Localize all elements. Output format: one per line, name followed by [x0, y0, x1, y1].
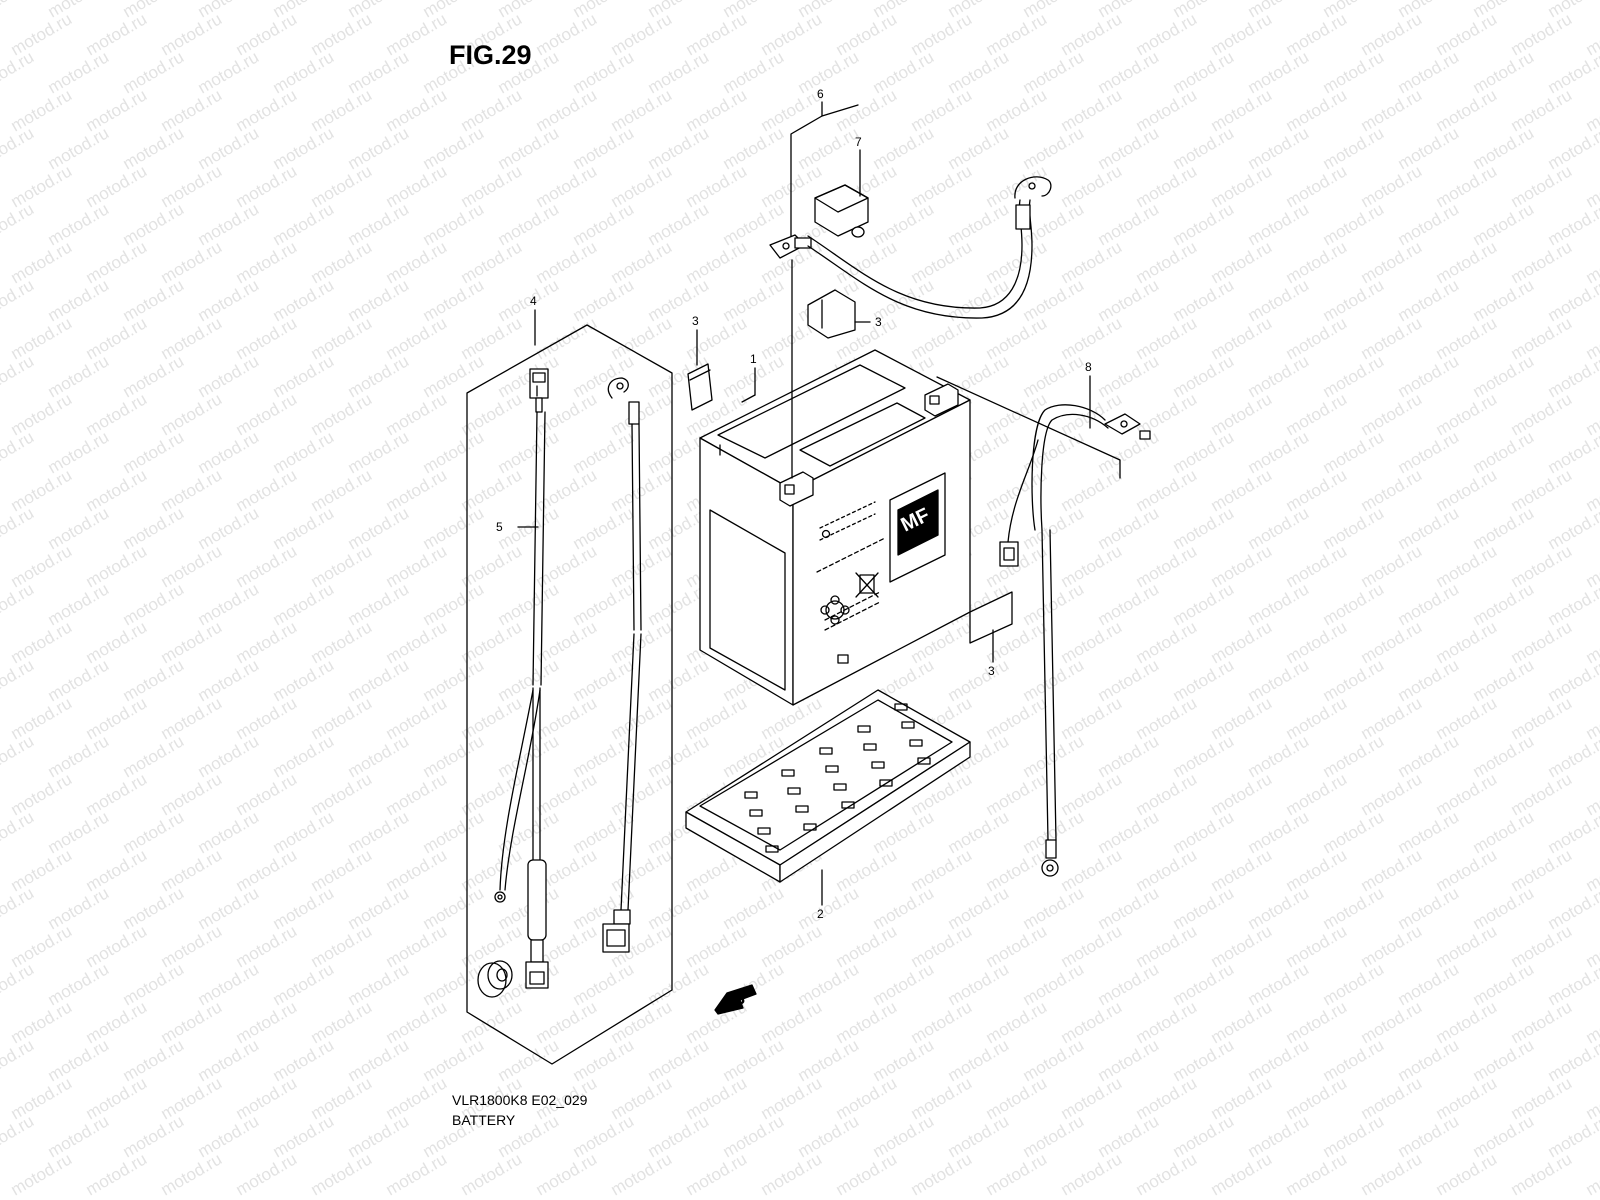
battery: MF: [699, 349, 971, 706]
callout-5: 5: [496, 520, 503, 534]
pad-left: [687, 363, 713, 411]
callout-4: 4: [530, 294, 537, 308]
callout-6: 6: [817, 87, 824, 101]
callout-7: 7: [855, 135, 862, 149]
battery-tray: [685, 689, 971, 883]
terminal-cap: [814, 184, 869, 238]
callout-2: 2: [817, 907, 824, 921]
positive-battery-cable: [769, 176, 1052, 319]
cable-kit-outline: [466, 324, 673, 1065]
battery-positive-terminal: [924, 383, 959, 417]
pad-top: [807, 289, 856, 339]
figure-code: VLR1800K8 E02_029: [452, 1092, 588, 1108]
positive-kit-cable: [602, 377, 642, 953]
callout-3-left: 3: [692, 314, 699, 328]
figure-caption: BATTERY: [452, 1112, 516, 1128]
battery-mf-label: MF: [889, 472, 946, 583]
pad-right: [969, 591, 1013, 644]
recycle-icon: [820, 595, 850, 625]
negative-battery-cable: [999, 404, 1151, 877]
callout-3-top: 3: [875, 315, 882, 329]
callout-1: 1: [750, 352, 757, 366]
fwd-arrow-icon: FWD: [714, 984, 757, 1015]
battery-negative-terminal: [779, 471, 814, 507]
crossed-bin-icon: [855, 572, 879, 598]
negative-sensor-cable: [477, 368, 549, 998]
callout-8: 8: [1085, 360, 1092, 374]
callout-3-right: 3: [988, 664, 995, 678]
callout-numbers: 4 5 6 7 3 3 1 8 3 2: [496, 87, 1092, 921]
figure-title: FIG.29: [449, 40, 532, 70]
leader-lines: [517, 101, 1121, 906]
